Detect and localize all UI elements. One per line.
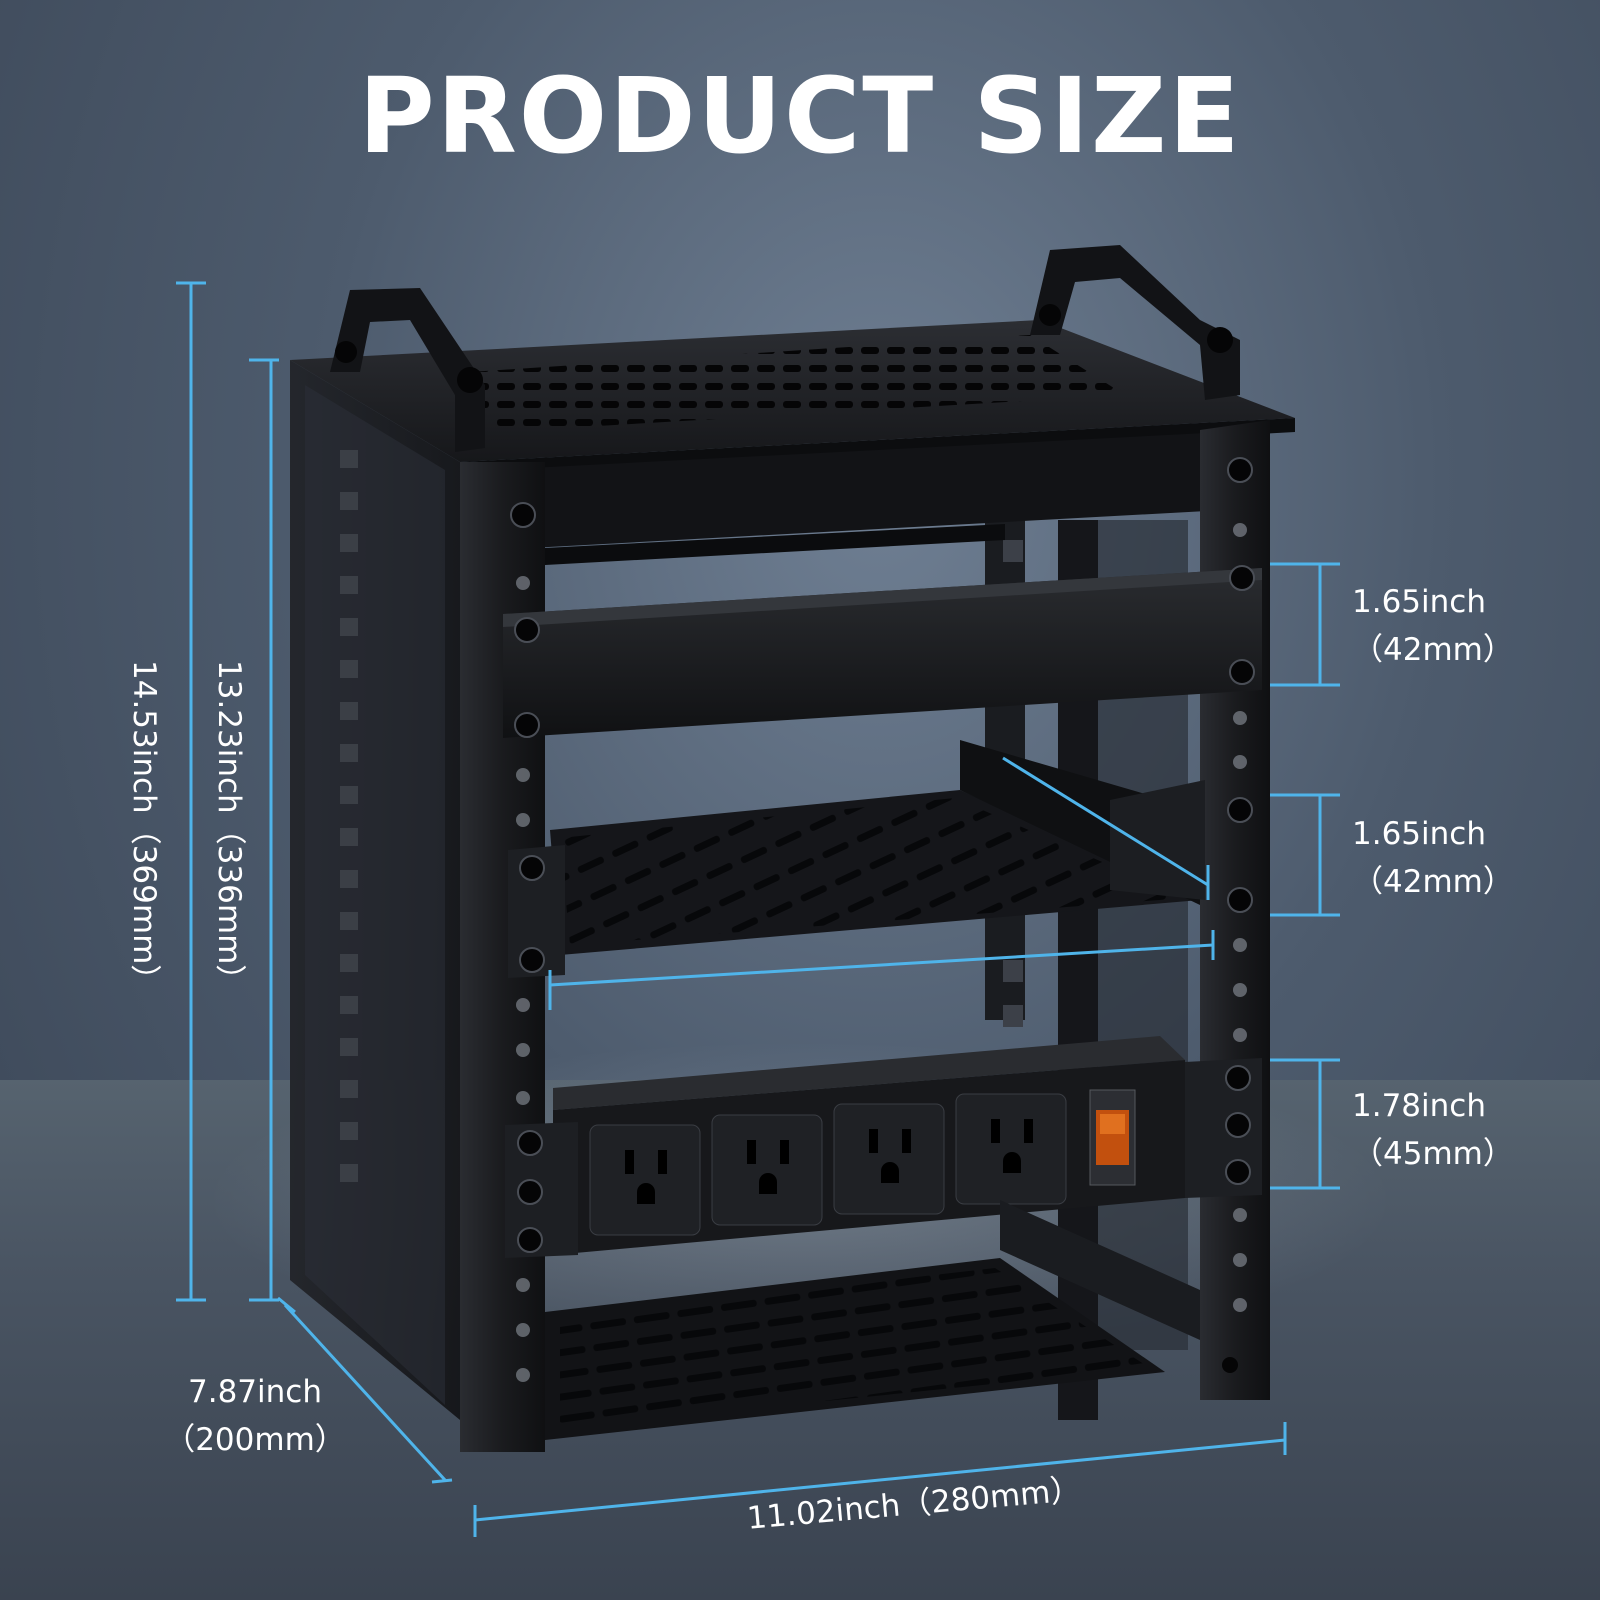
panel-top-imperial: 1.65inch bbox=[1352, 584, 1486, 620]
total-height-metric: （369mm） bbox=[126, 813, 162, 996]
page-title: PRODUCT SIZE bbox=[358, 55, 1242, 177]
right-handle-icon bbox=[1030, 245, 1240, 400]
power-switch-icon bbox=[1089, 1089, 1136, 1186]
depth-metric: （200mm） bbox=[164, 1422, 346, 1458]
depth-imperial: 7.87inch bbox=[188, 1374, 322, 1410]
shelf-depth-line bbox=[1002, 756, 1209, 887]
top-crossbar bbox=[530, 432, 1225, 565]
panel-power-metric: （45mm） bbox=[1352, 1136, 1514, 1172]
panel-top-label: 1.65inch （42mm） bbox=[1352, 578, 1514, 674]
panel-power-label: 1.78inch （45mm） bbox=[1352, 1082, 1514, 1178]
screw-icon-set bbox=[510, 457, 1253, 528]
blank-panel-top bbox=[503, 565, 1262, 738]
outlet-icon-3 bbox=[833, 1103, 945, 1215]
panel-middle-metric: （42mm） bbox=[1352, 864, 1514, 900]
left-handle-icon bbox=[330, 288, 485, 452]
frame-height-imperial: 13.23inch bbox=[211, 660, 247, 814]
shelf-width-line bbox=[549, 943, 1214, 987]
total-height-label: 14.53inch（369mm） bbox=[125, 660, 170, 995]
depth-line bbox=[283, 1303, 447, 1482]
panel-top-metric: （42mm） bbox=[1352, 632, 1514, 668]
side-panel bbox=[290, 360, 460, 1420]
width-metric: （280mm） bbox=[898, 1471, 1083, 1524]
panel-middle-label: 1.65inch （42mm） bbox=[1352, 810, 1514, 906]
outlet-icon-4 bbox=[955, 1093, 1067, 1205]
depth-label: 7.87inch （200mm） bbox=[160, 1368, 350, 1464]
dimension-lines bbox=[176, 281, 1340, 1537]
total-height-imperial: 14.53inch bbox=[126, 660, 162, 814]
bottom-tray bbox=[545, 1200, 1238, 1440]
outlet-icon-1 bbox=[589, 1124, 701, 1236]
panel-power-imperial: 1.78inch bbox=[1352, 1088, 1486, 1124]
width-imperial: 11.02inch bbox=[745, 1487, 902, 1537]
power-strip bbox=[505, 1036, 1262, 1258]
frame-height-label: 13.23inch（336mm） bbox=[210, 660, 255, 995]
width-line bbox=[474, 1438, 1286, 1522]
panel-middle-imperial: 1.65inch bbox=[1352, 816, 1486, 852]
frame-height-metric: （336mm） bbox=[211, 813, 247, 996]
front-post-holes bbox=[516, 523, 1247, 1382]
outlet-icon-2 bbox=[711, 1114, 823, 1226]
rear-post-holes bbox=[340, 450, 358, 1182]
